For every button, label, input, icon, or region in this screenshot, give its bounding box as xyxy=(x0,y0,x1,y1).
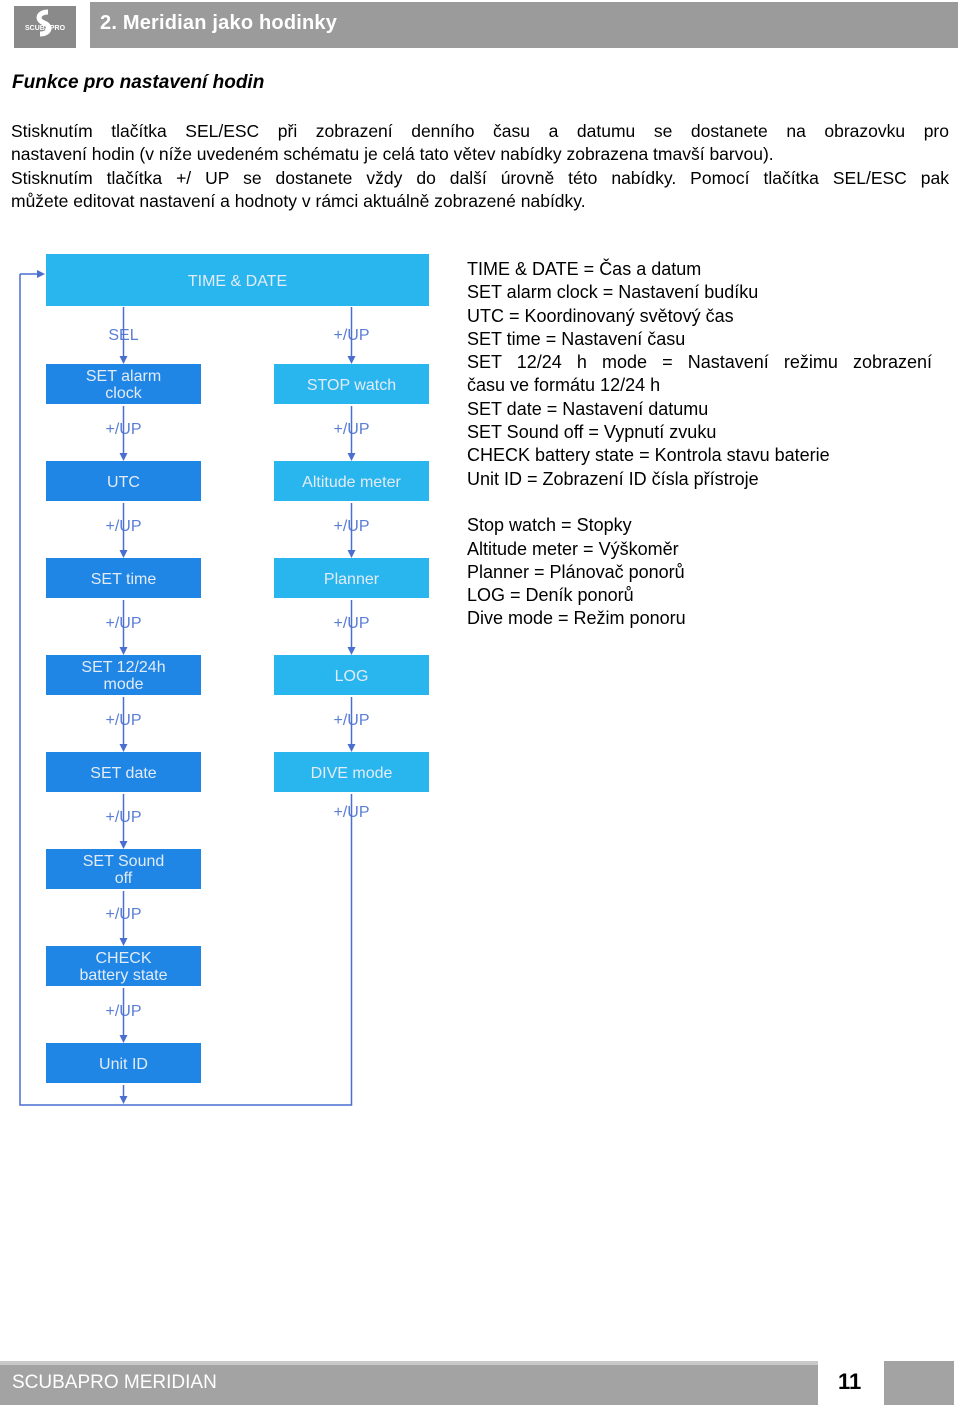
footer-highlight xyxy=(0,1361,818,1365)
section-title: Funkce pro nastavení hodin xyxy=(12,72,265,93)
left-menu-box-label: CHECK xyxy=(95,950,151,967)
legend-line: SET 12/24 h mode = Nastavení režimu zobr… xyxy=(467,352,932,373)
legend-line: CHECK battery state = Kontrola stavu bat… xyxy=(467,445,830,466)
left-menu-box-label: SET alarm xyxy=(86,368,161,385)
footer-title: SCUBAPRO MERIDIAN xyxy=(12,1372,217,1393)
intro-line: můžete editovat nastavení a hodnoty v rá… xyxy=(11,190,586,211)
header-bar xyxy=(90,2,958,48)
left-menu-box-label: SET date xyxy=(90,765,157,782)
legend-line: UTC = Koordinovaný světový čas xyxy=(467,305,734,326)
up-arrow-head xyxy=(119,1035,128,1043)
up-arrow-head xyxy=(347,550,356,558)
legend-line: SET Sound off = Vypnutí zvuku xyxy=(467,422,717,443)
legend-line: Unit ID = Zobrazení ID čísla přístroje xyxy=(467,468,759,489)
legend-line: TIME & DATE = Čas a datum xyxy=(467,259,702,279)
legend-line: SET alarm clock = Nastavení budíku xyxy=(467,282,759,303)
left-menu-box xyxy=(46,558,201,598)
intro-line: Stisknutím tlačítka SEL/ESC při zobrazen… xyxy=(11,121,949,141)
right-menu-box-label: Planner xyxy=(324,571,380,588)
diagram-legend: TIME & DATE = Čas a datum SET alarm cloc… xyxy=(467,258,932,631)
right-menu-box xyxy=(274,461,429,501)
chapter-title: 2. Meridian jako hodinky xyxy=(100,12,338,34)
up-arrow-head xyxy=(347,647,356,655)
up-arrow-head xyxy=(347,744,356,752)
left-menu-box xyxy=(46,1043,201,1083)
intro-line: nastavení hodin (v níže uvedeném schémat… xyxy=(11,144,774,165)
loop-return-head xyxy=(37,270,45,278)
left-menu-box xyxy=(46,752,201,792)
legend-line: času ve formátu 12/24 h xyxy=(467,375,661,396)
right-menu-box xyxy=(274,558,429,598)
left-menu-box-label: Unit ID xyxy=(99,1056,148,1073)
intro-paragraph: Stisknutím tlačítka SEL/ESC při zobrazen… xyxy=(11,120,949,213)
legend-line: Dive mode = Režim ponoru xyxy=(467,608,686,629)
footer-bar xyxy=(0,1361,818,1405)
left-menu-box-label: SET Sound xyxy=(83,853,165,870)
left-menu-box-label: SET time xyxy=(91,571,157,588)
up-arrow-head xyxy=(119,453,128,461)
time-date-box xyxy=(46,254,429,306)
loop-line xyxy=(19,274,353,1106)
left-menu-box xyxy=(46,655,201,695)
legend-line: Stop watch = Stopky xyxy=(467,515,632,536)
left-menu-box xyxy=(46,849,201,889)
right-menu-box-label: STOP watch xyxy=(307,377,396,394)
right-menu-box-label: Altitude meter xyxy=(302,474,401,491)
left-menu-box-label: SET 12/24h xyxy=(81,659,165,676)
up-arrow-head xyxy=(347,453,356,461)
up-arrow-head xyxy=(119,647,128,655)
logo-text: SCUBAPRO xyxy=(25,25,66,32)
left-menu-box xyxy=(46,461,201,501)
page-number: 11 xyxy=(838,1369,862,1394)
left-menu-box-label: UTC xyxy=(107,474,140,491)
legend-line: Altitude meter = Výškoměr xyxy=(467,538,679,559)
footer-right-block xyxy=(884,1361,954,1405)
up-arrow-head xyxy=(119,550,128,558)
up-arrow-head xyxy=(119,938,128,946)
right-menu-box xyxy=(274,364,429,404)
legend-spacer xyxy=(467,491,932,514)
left-menu-box-label: clock xyxy=(105,385,142,402)
left-menu-box xyxy=(46,946,201,986)
right-menu-box xyxy=(274,752,429,792)
intro-line: Stisknutím tlačítka +/ UP se dostanete v… xyxy=(11,167,949,188)
up-arrow-head xyxy=(119,841,128,849)
logo-mark-icon: SCUBAPRO xyxy=(25,9,66,37)
right-menu-box xyxy=(274,655,429,695)
left-menu-box xyxy=(46,364,201,404)
up-arrow-head xyxy=(119,744,128,752)
legend-line: LOG = Deník ponorů xyxy=(467,585,634,606)
left-menu-box-label: mode xyxy=(103,676,143,693)
right-menu-box-label: DIVE mode xyxy=(311,765,393,782)
legend-line: Planner = Plánovač ponorů xyxy=(467,561,685,582)
left-menu-box-label: off xyxy=(115,870,133,887)
sel-arrow-head xyxy=(119,356,128,364)
time-date-box-label: TIME & DATE xyxy=(188,273,287,290)
legend-line: SET date = Nastavení datumu xyxy=(467,398,709,419)
legend-line: SET time = Nastavení času xyxy=(467,328,686,349)
up-arrow-head xyxy=(347,356,356,364)
right-menu-box-label: LOG xyxy=(335,668,369,685)
left-menu-box-label: battery state xyxy=(79,967,167,984)
brand-logo: SCUBAPRO xyxy=(14,6,76,48)
exit-arrow-head xyxy=(119,1096,128,1104)
